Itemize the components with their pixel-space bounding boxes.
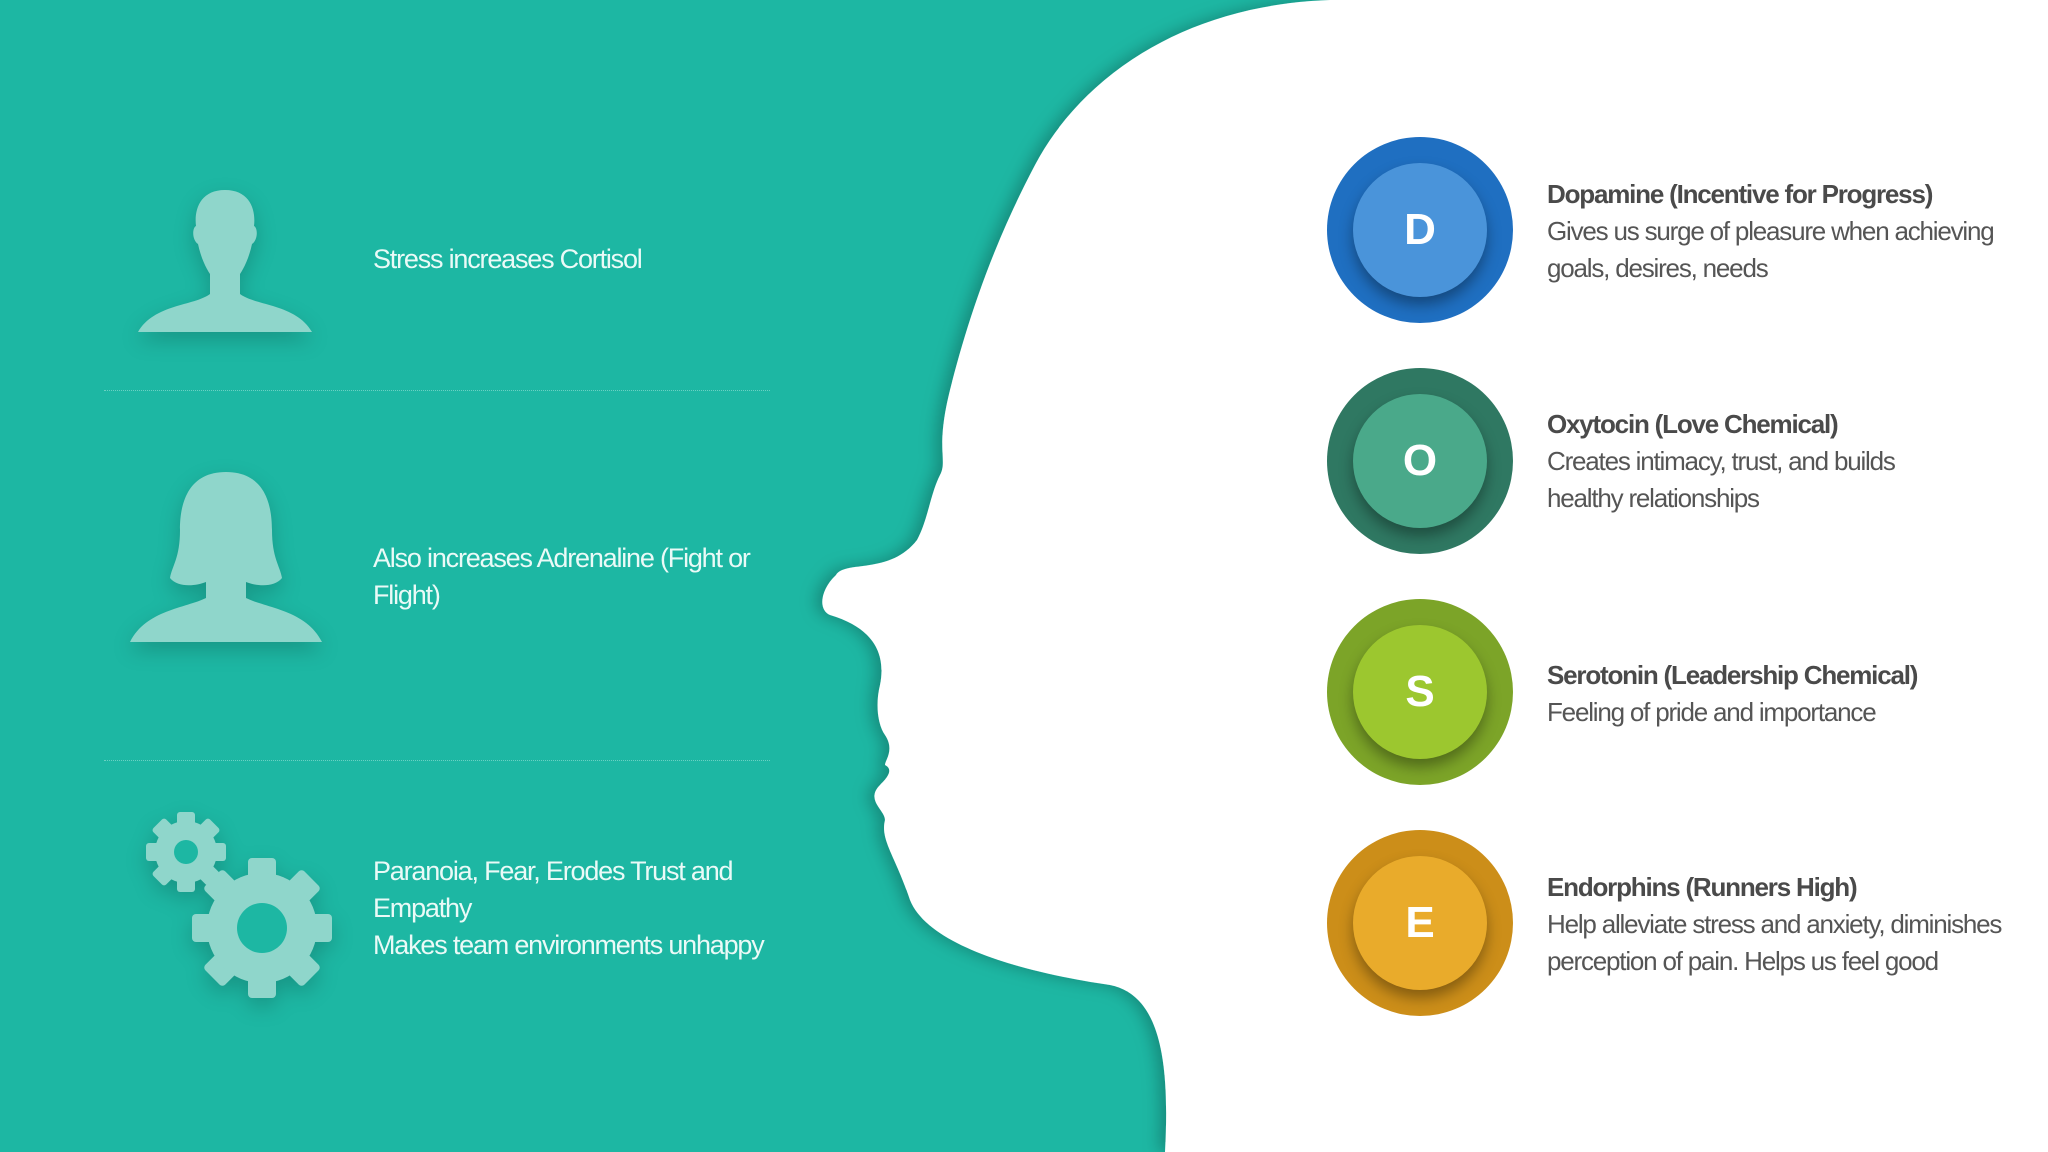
serotonin-letter: S xyxy=(1353,625,1487,759)
gears-icon xyxy=(146,812,336,1002)
paranoia-text: Paranoia, Fear, Erodes Trust and Empathy… xyxy=(373,856,765,960)
male-user-icon xyxy=(134,186,316,334)
divider xyxy=(104,390,770,391)
serotonin-badge: S xyxy=(1327,599,1513,785)
dopamine-desc: Gives us surge of pleasure when achievin… xyxy=(1547,216,1995,283)
female-user-icon xyxy=(128,470,324,644)
divider xyxy=(104,760,770,761)
endorphins-text: Endorphins (Runners High) Help alleviate… xyxy=(1547,869,2017,980)
adrenaline-text: Also increases Adrenaline (Fight or Flig… xyxy=(373,543,751,610)
endorphins-badge: E xyxy=(1327,830,1513,1016)
oxytocin-desc: Creates intimacy, trust, and builds heal… xyxy=(1547,446,1896,513)
cortisol-text: Stress increases Cortisol xyxy=(373,244,643,274)
oxytocin-title: Oxytocin (Love Chemical) xyxy=(1547,409,1839,439)
endorphins-letter: E xyxy=(1353,856,1487,990)
oxytocin-badge: O xyxy=(1327,368,1513,554)
dopamine-letter: D xyxy=(1353,163,1487,297)
serotonin-text: Serotonin (Leadership Chemical) Feeling … xyxy=(1547,657,2017,731)
oxytocin-text: Oxytocin (Love Chemical) Creates intimac… xyxy=(1547,406,1927,517)
oxytocin-letter: O xyxy=(1353,394,1487,528)
dopamine-title: Dopamine (Incentive for Progress) xyxy=(1547,179,1933,209)
serotonin-title: Serotonin (Leadership Chemical) xyxy=(1547,660,1918,690)
serotonin-desc: Feeling of pride and importance xyxy=(1547,697,1877,727)
endorphins-title: Endorphins (Runners High) xyxy=(1547,872,1858,902)
dopamine-badge: D xyxy=(1327,137,1513,323)
endorphins-desc: Help alleviate stress and anxiety, dimin… xyxy=(1547,909,2002,976)
dopamine-text: Dopamine (Incentive for Progress) Gives … xyxy=(1547,176,2017,287)
